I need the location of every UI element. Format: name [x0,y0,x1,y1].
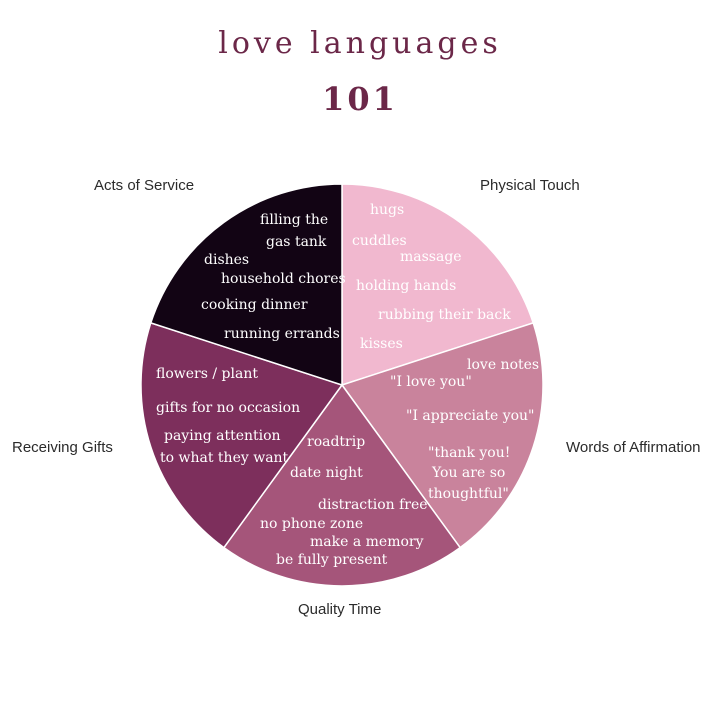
item-words-of-affirmation-3: "thank you! [428,445,510,461]
slice-acts-of-service [149,183,343,387]
item-acts-of-service-4: cooking dinner [201,297,308,313]
item-words-of-affirmation-1: "I love you" [390,374,472,390]
title-line-1: love languages [218,26,502,61]
item-acts-of-service-5: running errands [224,326,340,342]
category-label-quality-time: Quality Time [298,601,382,618]
item-physical-touch-5: kisses [360,336,403,352]
item-physical-touch-1: cuddles [352,233,407,249]
title-line-2: 101 [322,80,398,118]
item-quality-time-4: make a memory [310,534,424,550]
item-acts-of-service-0: filling the [260,212,328,228]
item-words-of-affirmation-5: thoughtful" [428,486,509,502]
item-acts-of-service-1: gas tank [266,234,327,250]
slice-receiving-gifts [140,321,344,549]
category-label-acts-of-service: Acts of Service [94,177,195,194]
item-quality-time-0: roadtrip [307,434,365,450]
item-words-of-affirmation-4: You are so [431,465,505,481]
item-physical-touch-3: holding hands [356,278,456,294]
item-physical-touch-0: hugs [370,202,404,218]
item-receiving-gifts-1: gifts for no occasion [156,400,300,416]
item-acts-of-service-2: dishes [204,252,249,268]
item-quality-time-5: be fully present [276,552,388,568]
item-words-of-affirmation-2: "I appreciate you" [406,408,535,424]
category-label-receiving-gifts: Receiving Gifts [12,439,113,456]
item-quality-time-2: distraction free [318,497,428,513]
category-label-physical-touch: Physical Touch [480,177,580,194]
item-receiving-gifts-0: flowers / plant [156,366,258,382]
item-physical-touch-2: massage [400,249,462,265]
item-quality-time-3: no phone zone [260,516,363,532]
item-acts-of-service-3: household chores [221,271,346,287]
item-receiving-gifts-3: to what they want [160,450,289,466]
item-quality-time-1: date night [290,465,363,481]
item-words-of-affirmation-0: love notes [467,357,539,373]
category-label-words-of-affirmation: Words of Affirmation [566,439,701,456]
slice-words-of-affirmation [340,321,544,549]
item-physical-touch-4: rubbing their back [378,307,511,323]
item-receiving-gifts-2: paying attention [164,428,281,444]
slice-physical-touch [341,183,535,387]
slice-quality-time [222,383,462,587]
